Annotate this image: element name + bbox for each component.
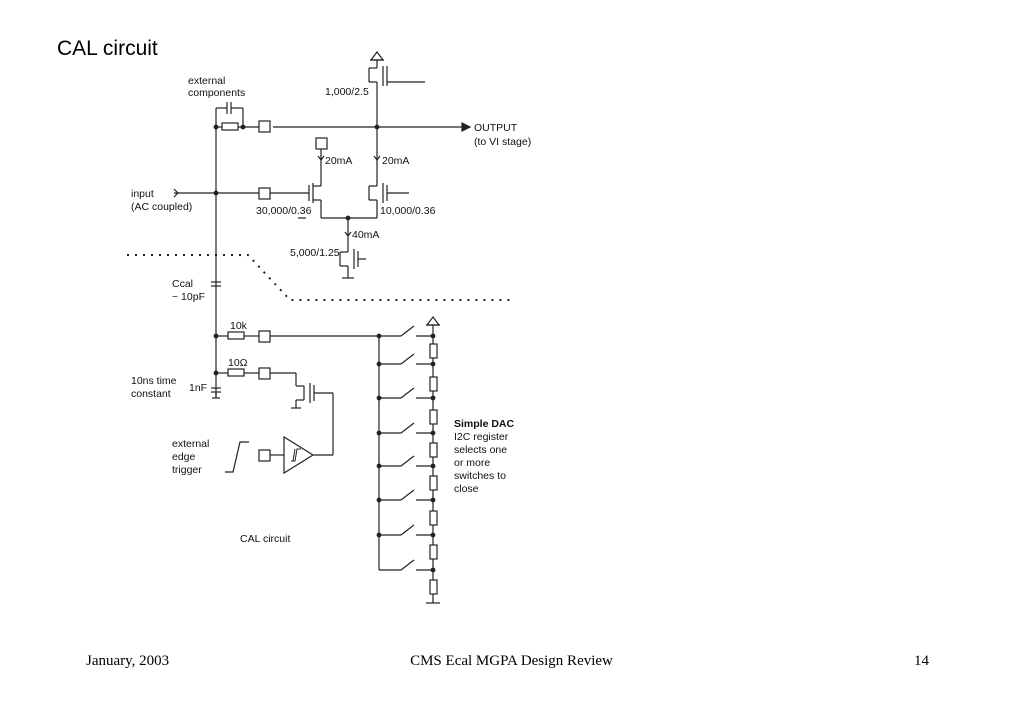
label-ccal: Ccal <box>172 278 193 290</box>
label-caption: CAL circuit <box>240 533 290 545</box>
external-feedback <box>213 102 259 398</box>
label-current-right: 20mA <box>382 155 409 167</box>
label-output: OUTPUT <box>474 122 518 134</box>
edge-waveform <box>225 441 249 473</box>
label-input: input <box>131 188 154 200</box>
footer-title: CMS Ecal MGPA Design Review <box>410 653 613 669</box>
switch-ladder <box>376 325 440 604</box>
nmos-left <box>308 172 322 218</box>
svg-text:or more: or more <box>454 457 490 469</box>
label-mos-tail: 5,000/1.25 <box>290 247 340 259</box>
footer-date: January, 2003 <box>86 653 170 669</box>
label-10k: 10k <box>230 320 248 332</box>
svg-text:(to VI stage): (to VI stage) <box>474 136 531 148</box>
label-time-constant: 10ns time <box>131 375 177 387</box>
svg-text:close: close <box>454 483 479 495</box>
label-current-tail: 40mA <box>352 229 379 241</box>
label-dac-title: Simple DAC <box>454 418 515 430</box>
label-mos-top: 1,000/2.5 <box>325 86 369 98</box>
vdd-symbol-top <box>369 51 385 68</box>
input-wire <box>173 187 309 200</box>
nmos-tail <box>339 249 366 279</box>
pad-bias <box>315 137 328 150</box>
label-external-components: external <box>188 75 225 87</box>
pmos-top <box>368 66 425 127</box>
label-mos-left: 30,000/0.36 <box>256 205 312 217</box>
schmitt-buffer <box>283 435 315 475</box>
label-1nf: 1nF <box>189 382 207 394</box>
pad-output <box>258 120 271 133</box>
svg-text:constant: constant <box>131 388 171 400</box>
svg-text:I2C register: I2C register <box>454 431 509 443</box>
pad-trigger <box>258 449 271 462</box>
svg-text:selects one: selects one <box>454 444 507 456</box>
nmos-right <box>368 183 409 218</box>
svg-text:~ 10pF: ~ 10pF <box>172 291 205 303</box>
svg-text:switches to: switches to <box>454 470 506 482</box>
nmos-discharge <box>291 383 334 455</box>
vdd-symbol-dac <box>425 316 441 326</box>
svg-text:trigger: trigger <box>172 464 202 476</box>
svg-text:(AC coupled): (AC coupled) <box>131 201 192 213</box>
label-10ohm: 10Ω <box>228 357 248 369</box>
label-edge-trigger: external <box>172 438 209 450</box>
label-current-left: 20mA <box>325 155 352 167</box>
svg-text:edge: edge <box>172 451 196 463</box>
slide-title: CAL circuit <box>57 37 158 60</box>
svg-text:components: components <box>188 87 245 99</box>
output-arrow <box>461 122 472 132</box>
footer-page-number: 14 <box>914 653 929 669</box>
label-mos-right: 10,000/0.36 <box>380 205 436 217</box>
